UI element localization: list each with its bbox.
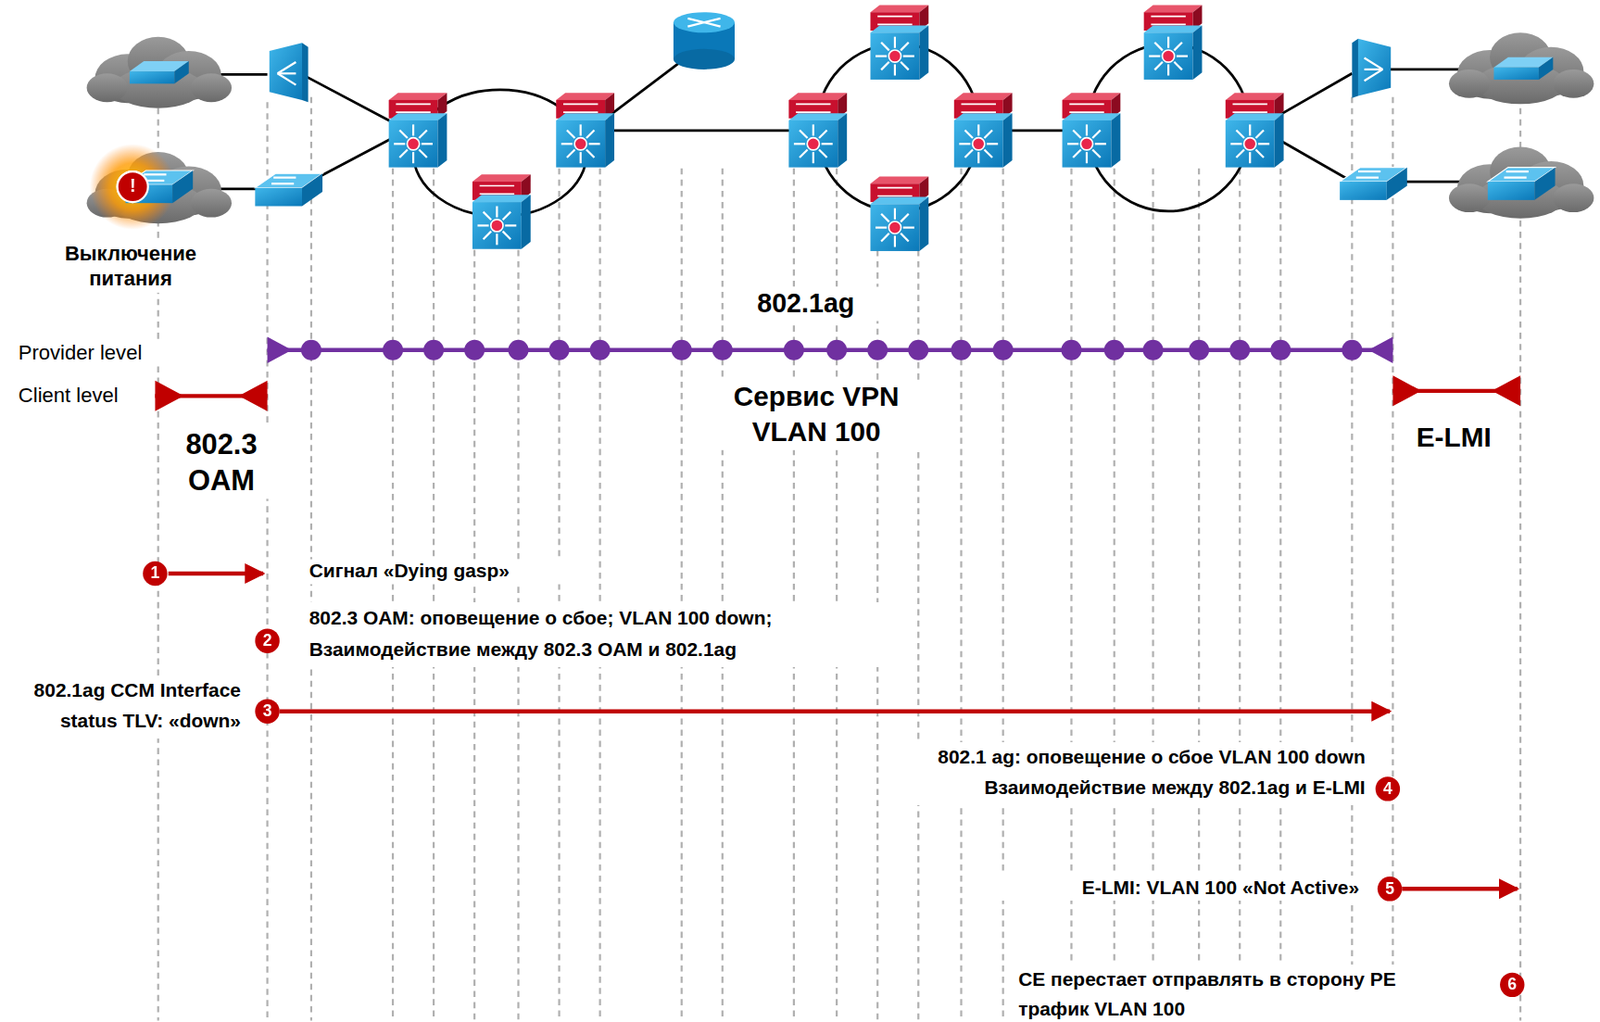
alarm-mark: ! [120, 174, 145, 198]
pe-device-icon [269, 42, 309, 102]
mep-dot [382, 340, 404, 361]
mep-dot [464, 340, 485, 361]
mep-dot [1143, 340, 1164, 361]
mep-dot [907, 340, 929, 361]
text-label: 802.1 ag: оповещение о сбое VLAN 100 dow… [885, 742, 1366, 805]
modem-icon [1493, 57, 1553, 80]
mep-dot [867, 340, 888, 361]
guide-line [959, 168, 962, 1021]
text-label: E-LMI: VLAN 100 «Not Active» [999, 875, 1360, 900]
guide-line [432, 168, 435, 1021]
guide-line [157, 97, 160, 1021]
callout-text: 2 [263, 632, 273, 650]
callout-number: 4 [1375, 776, 1400, 801]
mep-dot [507, 340, 529, 361]
callout-number: 1 [142, 561, 167, 586]
guide-line [599, 168, 602, 1021]
mep-dot [1060, 340, 1082, 361]
multilayer-switch-icon [954, 92, 1013, 167]
text-label: 802.1ag CCM Interface status TLV: «down» [8, 675, 241, 738]
guide-line [917, 250, 920, 1021]
callout-number: 3 [254, 698, 279, 723]
text-label: Выключение питания [42, 240, 218, 292]
callout-number: 2 [254, 628, 279, 653]
mep-dot [1270, 340, 1291, 361]
callout-number: 6 [1499, 972, 1525, 997]
text-label: 802.3 OAM: оповещение о сбое; VLAN 100 d… [309, 602, 882, 667]
text-label: Client level [18, 382, 147, 409]
callout-text: 5 [1385, 881, 1395, 898]
pe-device-icon [1351, 38, 1391, 99]
multilayer-switch-icon [472, 174, 531, 249]
network-links [193, 43, 1490, 216]
text-label: 802.1ag [756, 286, 880, 320]
multilayer-switch-icon [788, 92, 847, 167]
callout-text: 6 [1507, 976, 1517, 994]
failure-glow [89, 143, 177, 230]
text-label: Сервис VPN VLAN 100 [704, 380, 929, 450]
mep-dot [1188, 340, 1210, 361]
mep-dot [712, 340, 733, 361]
customer-clouds [87, 32, 1595, 230]
cloud [87, 37, 232, 109]
guide-line [391, 168, 394, 1021]
guide-line [265, 101, 268, 1021]
mep-dot [423, 340, 444, 361]
mep-dot [1341, 340, 1362, 361]
dashed-guides [158, 97, 1521, 1021]
text-label: Сигнал «Dying gasp» [309, 559, 575, 584]
switch-icon [1339, 167, 1408, 201]
mep-dot [549, 340, 570, 361]
mep-dot [783, 340, 805, 361]
alarm-badge [117, 171, 149, 202]
event-arrows [168, 573, 1518, 889]
mep-dot [590, 340, 611, 361]
alarm-badge [117, 171, 149, 202]
multilayer-switch-icon [1062, 92, 1122, 167]
mep-dot [671, 340, 693, 361]
switch-icon [1487, 167, 1556, 201]
text-label: 802.3 OAM [161, 426, 282, 498]
text-label: Provider level [18, 340, 192, 366]
callout-number: 5 [1377, 876, 1402, 901]
multilayer-switch-icon [869, 176, 929, 252]
modem-icon [129, 61, 189, 84]
mep-dot [301, 340, 322, 361]
callout-text: 4 [1383, 781, 1393, 798]
multilayer-switch-icon [555, 92, 615, 167]
multilayer-switch-icon [869, 5, 929, 80]
callout-text: 3 [263, 703, 273, 720]
mep-dot [993, 340, 1014, 361]
multilayer-switch-icon [1144, 5, 1203, 80]
text-label: CE перестает отправлять в сторону PE тра… [1018, 964, 1468, 1022]
guide-line [1519, 97, 1522, 1021]
multilayer-switch-icon [1225, 92, 1285, 167]
cloud [1448, 32, 1594, 104]
mep-dot [951, 340, 972, 361]
router-icon [673, 12, 735, 70]
mep-dot [826, 340, 847, 361]
switch-icon [254, 173, 323, 206]
mep-dot [1104, 340, 1125, 361]
guide-line [721, 168, 724, 1021]
multilayer-switch-icon [389, 92, 448, 167]
mep-dot [1229, 340, 1250, 361]
callout-text: 1 [151, 565, 161, 582]
guide-line [557, 168, 560, 1021]
guide-line [680, 168, 683, 1021]
text-label: E-LMI [1416, 421, 1509, 456]
network-devices [117, 5, 1556, 252]
cloud [1448, 147, 1594, 219]
